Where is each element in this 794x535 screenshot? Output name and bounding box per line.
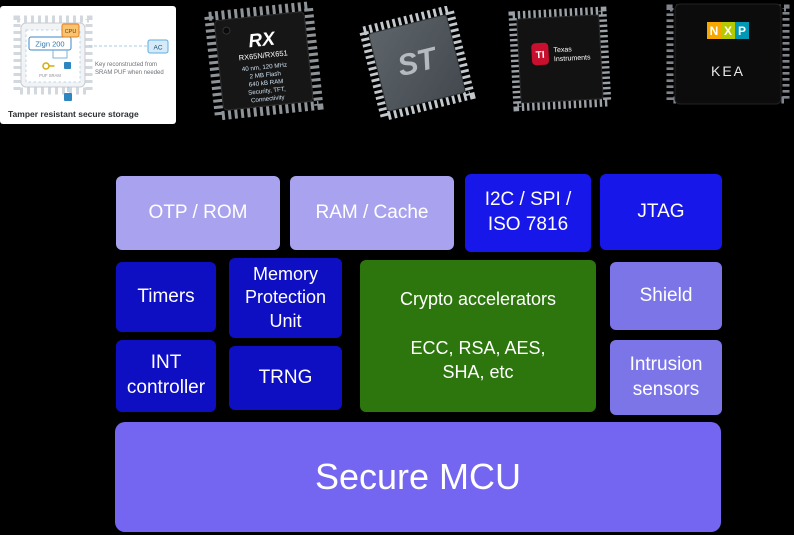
zign-note-line1: Key reconstructed from bbox=[95, 62, 157, 68]
nxp-kea-chip-image: N X P KEA bbox=[662, 0, 794, 108]
timers-label: Timers bbox=[137, 285, 195, 307]
int-controller-label: INT controller bbox=[126, 352, 206, 398]
crypto-title: Crypto accelerators bbox=[399, 288, 557, 309]
block-intrusion-sensors: Intrusion sensors bbox=[610, 340, 722, 415]
zign-200-image: Zign 200 CPU PUF SRAM AC Key reconstruct… bbox=[0, 6, 176, 124]
chip-pins bbox=[203, 1, 324, 121]
secure-mcu-label: Secure MCU bbox=[314, 455, 522, 497]
rx-spec-2: 2 MB Flash bbox=[249, 70, 281, 80]
otp-rom-label: OTP / ROM bbox=[148, 201, 248, 223]
mpu-label: Memory Protection Unit bbox=[244, 263, 327, 331]
ti-chip-image: TI Texas Instruments bbox=[492, 4, 626, 116]
rx-spec-1: 40 nm, 120 MHz bbox=[242, 62, 288, 74]
ac-label: AC bbox=[153, 45, 162, 52]
cpu-label: CPU bbox=[65, 29, 77, 35]
block-i2c-spi-iso7816: I2C / SPI / ISO 7816 bbox=[465, 174, 591, 252]
block-memory-protection-unit: Memory Protection Unit bbox=[229, 258, 342, 338]
zign-chip-illustration: Zign 200 CPU PUF SRAM AC Key reconstruct… bbox=[8, 15, 169, 119]
nxp-letter-x: X bbox=[724, 24, 732, 38]
intrusion-sensors-label: Intrusion sensors bbox=[629, 353, 703, 400]
trng-label: TRNG bbox=[258, 366, 313, 388]
block-int-controller: INT controller bbox=[116, 340, 216, 412]
zign-name-label: Zign 200 bbox=[35, 40, 64, 49]
ti-logo: TI Texas Instruments bbox=[531, 42, 591, 66]
zign-note-line2: SRAM PUF when needed bbox=[95, 70, 164, 76]
block-timers: Timers bbox=[116, 262, 216, 332]
block-otp-rom: OTP / ROM bbox=[116, 176, 280, 250]
st-chip-image: ST bbox=[348, 6, 486, 120]
ti-brand-line1: Texas bbox=[553, 46, 572, 54]
cpu-box bbox=[61, 23, 80, 38]
rx-logo: RX bbox=[247, 29, 277, 53]
ti-logo-letters: TI bbox=[536, 50, 546, 61]
block-trng: TRNG bbox=[229, 346, 342, 410]
crypto-subtitle: ECC, RSA, AES, SHA, etc bbox=[410, 338, 546, 382]
rx-spec-4: Security, TFT, bbox=[248, 86, 286, 97]
i2c-spi-label: I2C / SPI / ISO 7816 bbox=[484, 189, 572, 235]
chip-pins bbox=[358, 6, 476, 120]
zign-caption: Tamper resistant secure storage bbox=[8, 109, 139, 119]
ram-cache-label: RAM / Cache bbox=[315, 201, 429, 223]
chip-pins bbox=[508, 6, 612, 112]
ti-brand-line2: Instruments bbox=[554, 54, 591, 63]
puf-sram-label: PUF SRAM bbox=[39, 73, 61, 78]
renesas-rx-chip-image: RX RX65N/RX651 40 nm, 120 MHz 2 MB Flash… bbox=[192, 0, 334, 126]
rx-spec-5: Connectivity bbox=[251, 94, 286, 105]
jtag-label: JTAG bbox=[637, 200, 685, 222]
nxp-letter-n: N bbox=[710, 24, 719, 38]
block-jtag: JTAG bbox=[600, 174, 722, 250]
nxp-model: KEA bbox=[711, 63, 745, 79]
block-secure-mcu: Secure MCU bbox=[115, 422, 721, 532]
block-shield: Shield bbox=[610, 262, 722, 330]
block-ram-cache: RAM / Cache bbox=[290, 176, 454, 250]
rx-spec-3: 640 kB RAM bbox=[248, 78, 283, 89]
shield-label: Shield bbox=[639, 284, 693, 306]
ac-box bbox=[147, 39, 169, 54]
nxp-letter-p: P bbox=[738, 24, 746, 38]
block-crypto-accelerators: Crypto accelerators ECC, RSA, AES, SHA, … bbox=[360, 260, 596, 412]
nxp-logo: N X P bbox=[707, 22, 749, 39]
